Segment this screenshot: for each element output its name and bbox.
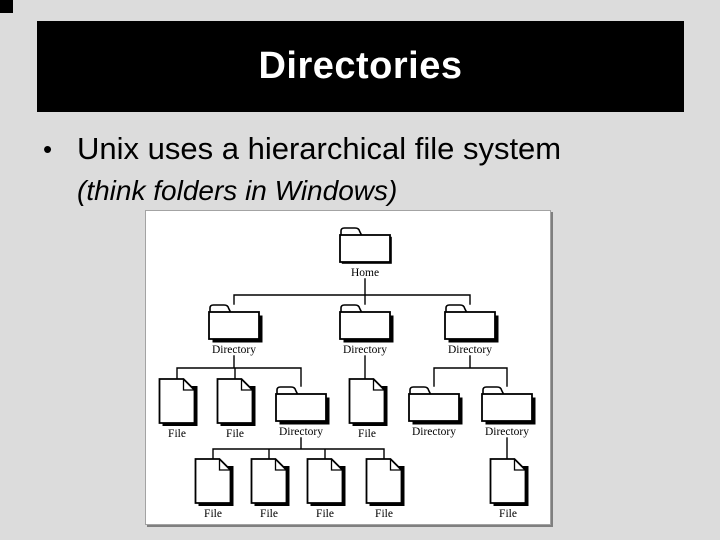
node-label: File: [316, 508, 334, 520]
folder-icon: Home: [339, 227, 392, 279]
node-label: Directory: [485, 426, 529, 438]
tree-connector: [433, 355, 508, 387]
file-icon: File: [250, 458, 290, 520]
node-label: Directory: [448, 344, 492, 356]
node-label: Directory: [412, 426, 456, 438]
file-icon: File: [348, 378, 388, 440]
node-label: File: [226, 428, 244, 440]
node-label: Directory: [212, 344, 256, 356]
node-label: File: [168, 428, 186, 440]
folder-icon: Directory: [275, 386, 330, 438]
corner-decoration: [0, 0, 13, 13]
tree-connector: [176, 355, 302, 387]
file-icon: File: [489, 458, 529, 520]
tree-connector: [233, 278, 471, 305]
node-label: File: [499, 508, 517, 520]
bullet-subtext: (think folders in Windows): [77, 175, 398, 206]
node-label: Home: [351, 267, 379, 279]
folder-icon: Directory: [408, 386, 463, 438]
bullet-icon: •: [43, 134, 53, 164]
node-label: Directory: [343, 344, 387, 356]
bullet-text: Unix uses a hierarchical file system: [77, 131, 562, 166]
node-label: Directory: [279, 426, 323, 438]
file-icon: File: [216, 378, 256, 440]
file-icon: File: [194, 458, 234, 520]
slide-title: Directories: [258, 45, 463, 87]
tree-connector: [212, 437, 385, 460]
folder-icon: Directory: [481, 386, 536, 438]
folder-icon: Directory: [339, 304, 394, 356]
node-label: File: [260, 508, 278, 520]
node-label: File: [358, 428, 376, 440]
node-label: File: [204, 508, 222, 520]
folder-icon: Directory: [208, 304, 263, 356]
node-label: File: [375, 508, 393, 520]
bullet-line: • Unix uses a hierarchical file system: [43, 131, 693, 167]
file-icon: File: [158, 378, 198, 440]
file-icon: File: [365, 458, 405, 520]
title-bar: Directories: [37, 21, 684, 112]
file-icon: File: [306, 458, 346, 520]
folder-icon: Directory: [444, 304, 499, 356]
